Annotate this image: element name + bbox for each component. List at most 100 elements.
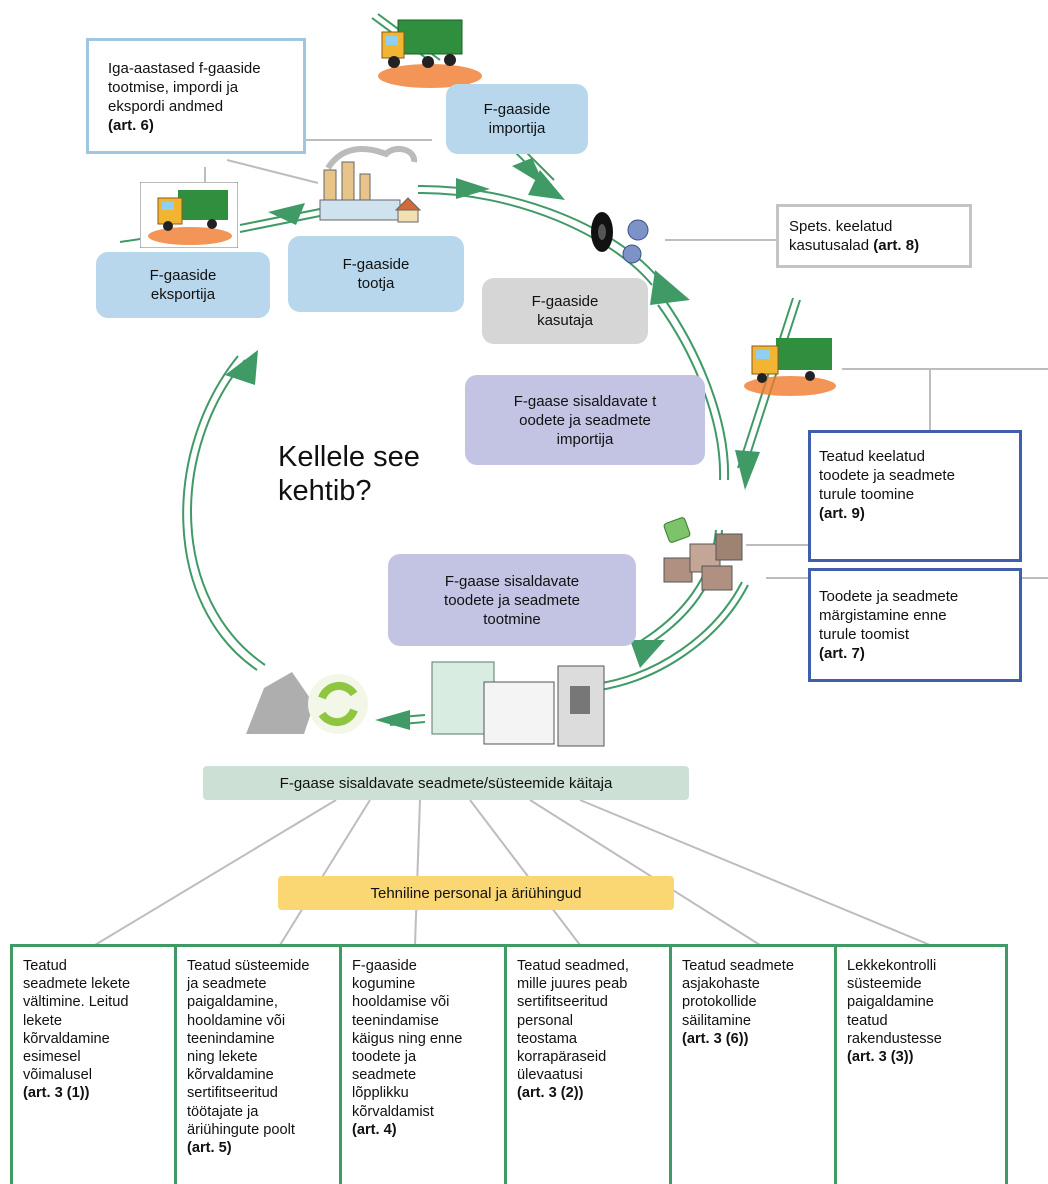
column-line: ning lekete bbox=[187, 1049, 258, 1066]
note-art8-line: kasutusalad bbox=[789, 237, 874, 254]
column-line: Teatud bbox=[23, 958, 67, 974]
product-importer-label: F-gaase sisaldavate t bbox=[513, 392, 657, 410]
column-ref: (art. 5) bbox=[187, 1140, 232, 1157]
column-line: protokollide bbox=[682, 994, 757, 1011]
note-art8: Spets. keelatud kasutusalad (art. 8) bbox=[776, 204, 972, 268]
importer-label: importija bbox=[488, 120, 546, 137]
producer-label: tootja bbox=[357, 275, 395, 292]
column-line: äriühingute poolt bbox=[187, 1121, 295, 1138]
center-title-line: kehtib? bbox=[278, 475, 372, 507]
column-line: käigus ning enne bbox=[352, 1030, 463, 1047]
column-line: teenindamine bbox=[187, 1030, 275, 1047]
column-line: säilitamine bbox=[682, 1012, 751, 1029]
column-line: teenindamise bbox=[352, 1012, 439, 1029]
factory-icon bbox=[319, 145, 422, 223]
column-line: seadmete lekete bbox=[23, 976, 131, 993]
column-line: korrapäraseid bbox=[517, 1049, 607, 1066]
column-line: paigaldamine bbox=[847, 994, 934, 1011]
personnel-bar: Tehniline personal ja äriühingud bbox=[278, 876, 674, 910]
personnel-label: Tehniline personal ja äriühingud bbox=[370, 884, 582, 902]
column-line: Teatud seadmete bbox=[682, 958, 794, 974]
column-line: kõrvaldamine bbox=[187, 1067, 274, 1084]
product-importer-box: F-gaase sisaldavate t oodete ja seadmete… bbox=[465, 375, 705, 465]
note-art7-line: märgistamine enne bbox=[819, 607, 947, 624]
column-line: lõpplikku bbox=[352, 1085, 409, 1102]
center-title: Kellele see kehtib? bbox=[278, 440, 448, 508]
note-art6-line: tootmise, impordi ja bbox=[108, 79, 239, 96]
column-art4: F-gaaside kogumine hooldamise või teenin… bbox=[339, 944, 507, 1184]
column-line: esimesel bbox=[23, 1049, 81, 1066]
truck-icon bbox=[378, 19, 482, 88]
note-art7-line: turule toomist bbox=[819, 626, 910, 643]
column-ref: (art. 3 (6)) bbox=[682, 1030, 749, 1047]
truck-icon bbox=[140, 182, 238, 248]
column-line: toodete ja bbox=[352, 1049, 417, 1066]
product-manufacture-label: tootmine bbox=[483, 610, 541, 628]
user-label: F-gaaside bbox=[531, 293, 599, 310]
producer-box: F-gaaside tootja bbox=[288, 236, 464, 312]
importer-box: F-gaaside importija bbox=[446, 84, 588, 154]
column-art3-1: Teatud seadmete lekete vältimine. Leitud… bbox=[10, 944, 177, 1184]
note-art7-ref: (art. 7) bbox=[819, 645, 865, 662]
column-line: mille juures peab bbox=[517, 976, 628, 993]
note-art9-ref: (art. 9) bbox=[819, 505, 865, 522]
column-line: seadmete bbox=[352, 1067, 417, 1084]
column-line: Teatud süsteemide bbox=[187, 958, 310, 974]
column-line: töötajate ja bbox=[187, 1103, 259, 1120]
column-ref: (art. 4) bbox=[352, 1121, 397, 1138]
product-importer-label: importija bbox=[556, 430, 614, 448]
recycling-icon bbox=[246, 672, 368, 734]
boxes-with-tag-icon bbox=[663, 517, 743, 591]
column-ref: (art. 3 (3)) bbox=[847, 1049, 914, 1066]
column-line: hooldamine või bbox=[187, 1012, 286, 1029]
note-art9-line: Teatud keelatud bbox=[819, 448, 925, 465]
column-line: ülevaatusi bbox=[517, 1067, 583, 1084]
note-art6-line: ekspordi andmed bbox=[108, 98, 224, 115]
column-line: hooldamise või bbox=[352, 994, 450, 1011]
product-manufacture-label: F-gaase sisaldavate bbox=[444, 572, 580, 590]
user-box: F-gaaside kasutaja bbox=[482, 278, 648, 344]
column-line: paigaldamine, bbox=[187, 994, 278, 1011]
column-line: lekete bbox=[23, 1012, 62, 1029]
column-line: Lekkekontrolli bbox=[847, 958, 937, 974]
column-line: sertifitseeritud bbox=[517, 994, 608, 1011]
user-label: kasutaja bbox=[537, 312, 593, 329]
tire-and-gears-icon bbox=[591, 212, 649, 264]
exporter-label: F-gaaside bbox=[149, 267, 217, 284]
column-line: kõrvaldamist bbox=[352, 1103, 434, 1120]
column-art3-6: Teatud seadmete asjakohaste protokollide… bbox=[669, 944, 837, 1184]
note-art9-line: toodete ja seadmete bbox=[819, 467, 955, 484]
product-manufacture-box: F-gaase sisaldavate toodete ja seadmete … bbox=[388, 554, 636, 646]
producer-label: F-gaaside bbox=[342, 256, 410, 273]
note-art6-line: Iga-aastased f-gaaside bbox=[108, 60, 261, 77]
column-line: teatud bbox=[847, 1012, 888, 1029]
column-line: võimalusel bbox=[23, 1067, 92, 1084]
column-art3-2: Teatud seadmed, mille juures peab sertif… bbox=[504, 944, 672, 1184]
column-ref: (art. 3 (2)) bbox=[517, 1085, 584, 1102]
product-importer-label: oodete ja seadmete bbox=[519, 411, 651, 429]
note-art7-line: Toodete ja seadmete bbox=[819, 588, 959, 605]
column-line: vältimine. Leitud bbox=[23, 994, 129, 1011]
exporter-box: F-gaaside eksportija bbox=[96, 252, 270, 318]
column-ref: (art. 3 (1)) bbox=[23, 1085, 90, 1102]
operator-bar: F-gaase sisaldavate seadmete/süsteemide … bbox=[203, 766, 689, 800]
column-line: kõrvaldamine bbox=[23, 1030, 110, 1047]
column-line: sertifitseeritud bbox=[187, 1085, 278, 1102]
column-line: rakendustesse bbox=[847, 1030, 942, 1047]
center-title-line: Kellele see bbox=[278, 441, 420, 473]
note-art8-ref: (art. 8) bbox=[873, 237, 920, 254]
column-line: süsteemide bbox=[847, 976, 922, 993]
column-line: Teatud seadmed, bbox=[517, 958, 629, 974]
column-line: kogumine bbox=[352, 976, 416, 993]
column-art3-3: Lekkekontrolli süsteemide paigaldamine t… bbox=[834, 944, 1008, 1184]
column-line: ja seadmete bbox=[187, 976, 267, 993]
note-art8-line: Spets. keelatud bbox=[789, 218, 893, 235]
note-art9: Teatud keelatud toodete ja seadmete turu… bbox=[808, 430, 1022, 562]
column-line: teostama bbox=[517, 1030, 578, 1047]
column-line: personal bbox=[517, 1012, 573, 1029]
importer-label: F-gaaside bbox=[483, 101, 551, 118]
column-line: asjakohaste bbox=[682, 976, 760, 993]
note-art6: Iga-aastased f-gaaside tootmise, impordi… bbox=[86, 38, 306, 154]
column-line: F-gaaside bbox=[352, 958, 417, 974]
